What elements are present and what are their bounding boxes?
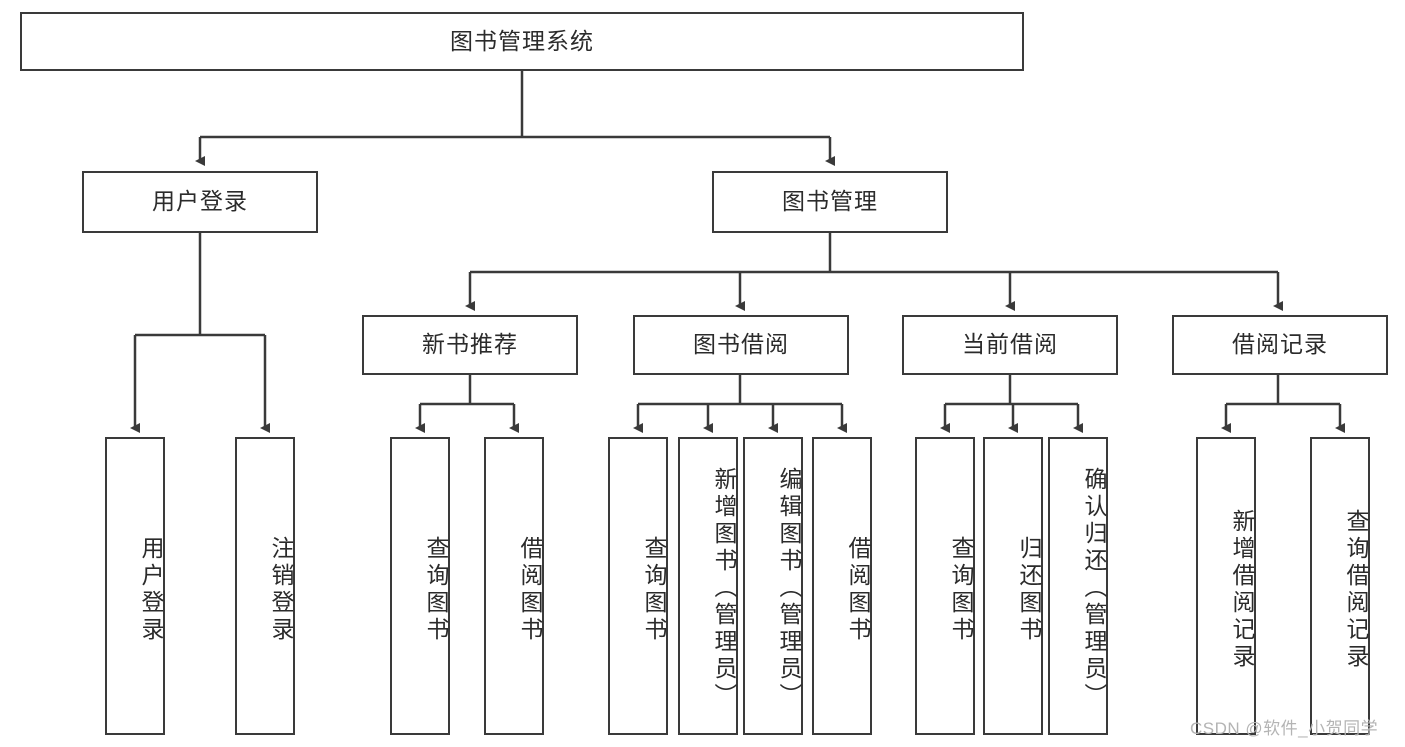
node-label: 当前借阅 [962,331,1058,358]
node-label: 图书管理系统 [450,27,594,54]
leaf-return-book[interactable]: 归还图书 [983,437,1043,735]
leaf-query-borrow-record[interactable]: 查询借阅记录 [1310,437,1370,735]
node-book-borrow[interactable]: 图书借阅 [633,315,849,375]
leaf-borrow-book[interactable]: 借阅图书 [812,437,872,735]
node-label: 图书管理 [782,188,878,215]
node-current-borrow[interactable]: 当前借阅 [902,315,1118,375]
node-label: 借阅图书 [517,536,543,644]
leaf-add-borrow-record[interactable]: 新增借阅记录 [1196,437,1256,735]
node-label: 查询图书 [423,536,449,644]
node-label: 查询图书 [641,536,667,644]
leaf-query-book-borrow[interactable]: 查询图书 [608,437,668,735]
node-label: 注销登录 [268,536,294,644]
node-label: 查询图书 [948,536,974,644]
node-label: 图书借阅 [693,331,789,358]
node-new-book-recommend[interactable]: 新书推荐 [362,315,578,375]
node-label: 用户登录 [138,536,164,644]
leaf-borrow-book-recommend[interactable]: 借阅图书 [484,437,544,735]
leaf-user-login[interactable]: 用户登录 [105,437,165,735]
leaf-logout[interactable]: 注销登录 [235,437,295,735]
node-user-login[interactable]: 用户登录 [82,171,318,233]
leaf-confirm-return-admin[interactable]: 确认归还（管理员） [1048,437,1108,735]
node-label: 查询借阅记录 [1343,509,1369,671]
node-label: 归还图书 [1016,536,1042,644]
node-label: 借阅记录 [1232,331,1328,358]
node-label: 新增借阅记录 [1229,509,1255,671]
leaf-edit-book-admin[interactable]: 编辑图书（管理员） [743,437,803,735]
node-label: 新书推荐 [422,331,518,358]
node-label: 用户登录 [152,188,248,215]
leaf-query-book-current[interactable]: 查询图书 [915,437,975,735]
node-label: 新增图书（管理员） [711,466,737,710]
node-book-management-system[interactable]: 图书管理系统 [20,12,1024,71]
node-borrow-record[interactable]: 借阅记录 [1172,315,1388,375]
leaf-add-book-admin[interactable]: 新增图书（管理员） [678,437,738,735]
csdn-watermark: CSDN @软件_小贺同学 [1190,719,1379,738]
node-book-management[interactable]: 图书管理 [712,171,948,233]
node-label: 确认归还（管理员） [1081,466,1107,710]
leaf-query-book-recommend[interactable]: 查询图书 [390,437,450,735]
node-label: 借阅图书 [845,536,871,644]
node-label: 编辑图书（管理员） [776,466,802,710]
